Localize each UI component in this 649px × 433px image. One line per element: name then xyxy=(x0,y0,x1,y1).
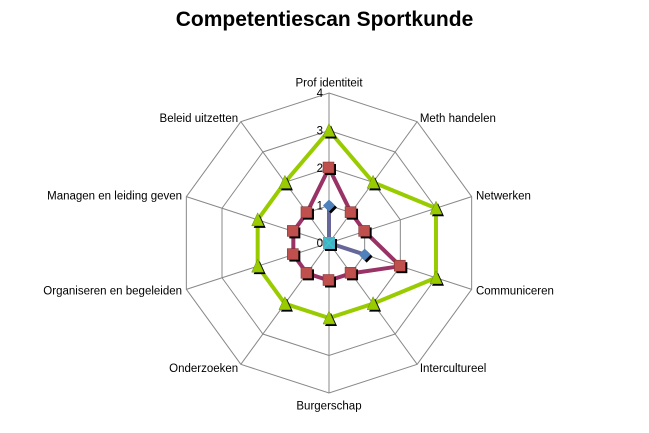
data-point-square xyxy=(322,274,335,286)
grid-spoke xyxy=(328,196,472,244)
data-point-triangle xyxy=(322,122,336,137)
category-label: Managen en leiding geven xyxy=(47,190,182,202)
data-point-square xyxy=(287,225,299,237)
data-point-diamond xyxy=(358,248,371,261)
category-label: Prof identiteit xyxy=(295,78,363,90)
tick-label: 2 xyxy=(317,163,323,175)
data-point-square xyxy=(344,206,357,218)
category-label: Intercultureel xyxy=(420,363,486,375)
chart-title: Competentiescan Sportkunde xyxy=(175,8,474,31)
data-point-triangle xyxy=(429,270,443,285)
tick-label: 0 xyxy=(317,238,323,250)
category-label: Netwerken xyxy=(476,190,531,202)
data-point-triangle xyxy=(366,174,380,189)
data-point-square xyxy=(300,206,313,218)
category-label: Organiseren en begeleiden xyxy=(43,286,182,298)
data-point-square xyxy=(344,267,357,279)
data-point-triangle xyxy=(278,296,292,310)
data-point-diamond xyxy=(323,199,335,212)
category-label: Onderzoeken xyxy=(169,363,238,375)
category-label: Beleid uitzetten xyxy=(160,113,239,125)
data-point-square xyxy=(358,225,370,237)
category-label: Burgerschap xyxy=(296,401,361,413)
data-point-x xyxy=(323,237,335,249)
data-point-triangle xyxy=(322,310,336,325)
data-point-square xyxy=(394,259,406,272)
data-point-triangle xyxy=(251,258,265,273)
data-point-triangle xyxy=(429,200,443,215)
tick-label: 4 xyxy=(317,88,324,100)
series-line xyxy=(255,128,438,320)
data-point-triangle xyxy=(278,174,292,189)
tick-label: 3 xyxy=(317,126,323,138)
data-point-square xyxy=(300,267,313,279)
data-point-triangle xyxy=(366,296,380,310)
category-label: Meth handelen xyxy=(420,113,496,125)
data-point-square xyxy=(287,248,299,260)
tick-label: 1 xyxy=(317,201,323,213)
category-label: Communiceren xyxy=(476,286,554,298)
data-point-triangle xyxy=(251,212,265,227)
data-point-square xyxy=(322,161,335,174)
